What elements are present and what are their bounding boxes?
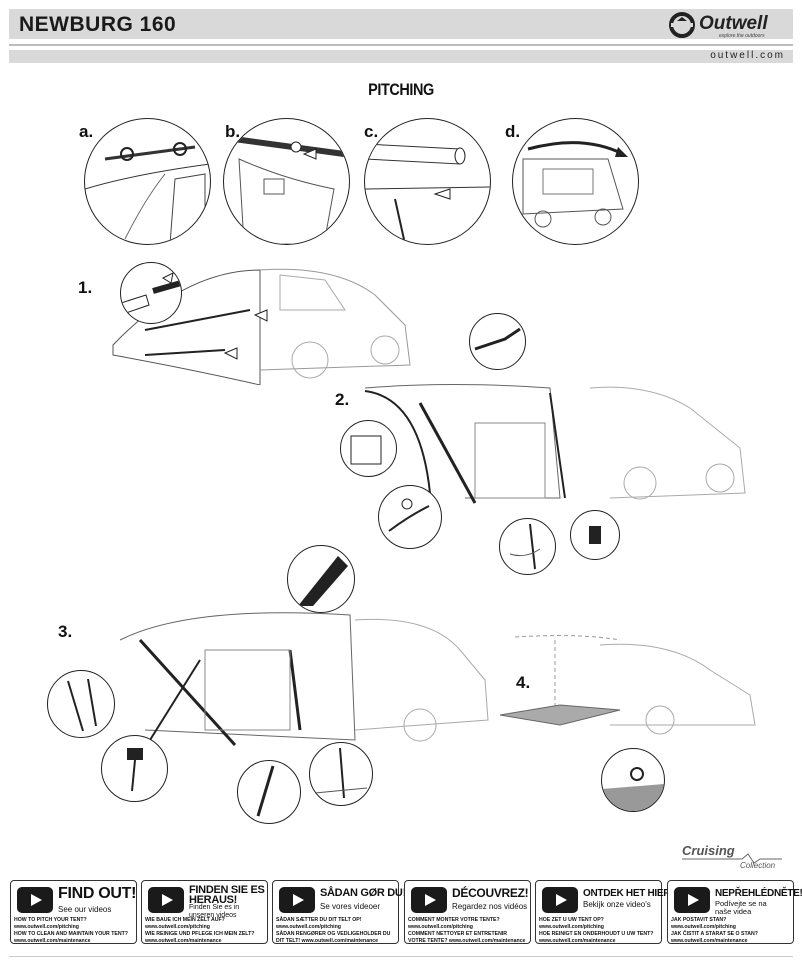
collection-sub: Collection (740, 861, 776, 870)
step-2-hand-circle (378, 485, 442, 549)
step-2-illustration (364, 384, 746, 504)
pole-foot-illustration (314, 747, 368, 799)
step-label-b: b. (225, 122, 241, 141)
detail-circle-d (512, 118, 639, 245)
step-1-illustration (112, 268, 411, 385)
card-subheading: Regardez nos vidéos (452, 902, 528, 911)
bottom-divider (9, 956, 793, 957)
step-label-d: d. (505, 122, 521, 141)
awning-draw-illustration (522, 141, 628, 228)
play-icon[interactable] (279, 887, 315, 913)
card-links: SÅDAN SÆTTER DU DIT TELT OP!www.outwell.… (276, 917, 391, 944)
step-4-illustration (500, 635, 756, 735)
hand-clip-illustration (388, 498, 430, 532)
step-label-4: 4. (516, 673, 531, 692)
card-heading: SÅDAN GØR DU! (320, 887, 406, 899)
card-links: HOW TO PITCH YOUR TENT?www.outwell.com/p… (14, 917, 128, 944)
card-subheading: Bekijk onze video's (583, 900, 651, 909)
video-card-fr[interactable]: DÉCOUVREZ! Regardez nos vidéos COMMENT M… (404, 880, 531, 944)
card-heading: FIND OUT! (58, 885, 137, 902)
detail-circle-a (84, 118, 211, 245)
video-card-da[interactable]: SÅDAN GØR DU! Se vores videoer SÅDAN SÆT… (272, 880, 406, 944)
brand-tagline: explore the outdoors (719, 33, 765, 39)
peg-hand-illustration (509, 523, 541, 570)
video-card-en[interactable]: FIND OUT! See our videos HOW TO PITCH YO… (10, 880, 137, 944)
rail-channel-illustration (233, 136, 345, 244)
rail-insert-illustration (85, 142, 210, 244)
step-label-3: 3. (58, 622, 73, 641)
brand-name: Outwell (699, 13, 768, 34)
outwell-logo-icon (669, 12, 695, 38)
collection-swoosh-icon (682, 853, 782, 864)
step-3-peg-angle-circle (237, 760, 301, 824)
card-links: JAK POSTAVIT STAN?www.outwell.com/pitchi… (671, 917, 758, 944)
product-title: NEWBURG 160 (19, 13, 177, 36)
collection-badge: Cruising Collection (682, 843, 782, 875)
detail-circle-c (364, 118, 491, 245)
card-links: WIE BAUE ICH MEIN ZELT AUF?www.outwell.c… (145, 917, 255, 944)
header-divider (9, 44, 793, 46)
play-icon[interactable] (148, 887, 184, 913)
card-subheading: Se vores videoer (320, 902, 381, 911)
step-2-pole-circle (469, 313, 526, 370)
header-bar: NEWBURG 160 Outwell explore the outdoors (9, 9, 793, 39)
step-3-fabric-circle (287, 545, 355, 613)
play-icon[interactable] (542, 887, 578, 913)
brand-logo: Outwell explore the outdoors (667, 12, 787, 39)
bent-pole-illustration (474, 327, 521, 351)
play-icon[interactable] (411, 887, 447, 913)
fabric-corner-illustration (298, 556, 348, 606)
play-icon[interactable] (674, 887, 710, 913)
video-card-nl[interactable]: ONTDEK HET HIER! Bekijk onze video's HOE… (535, 880, 674, 944)
step-label-c: c. (364, 122, 379, 141)
step-2-bag-circle (340, 420, 397, 477)
card-links: HOE ZET U UW TENT OP?www.outwell.com/pit… (539, 917, 654, 944)
step-3-illustration (119, 612, 489, 747)
pole-connector-illustration (121, 272, 181, 314)
step-label-1: 1. (78, 278, 93, 297)
tent-bag-illustration (350, 435, 382, 465)
card-heading: ONTDEK HET HIER! (583, 888, 674, 899)
buckle-illustration (589, 526, 601, 544)
step-3-mallet-circle (101, 735, 168, 802)
floor-clip-illustration (602, 767, 664, 811)
step-3-pegs-circle (47, 670, 115, 738)
play-icon[interactable] (17, 887, 53, 913)
step-label-a: a. (79, 122, 94, 141)
collection-name: Cruising (682, 843, 735, 858)
website-bar: outwell.com (9, 50, 793, 63)
tent-pegs-illustration (67, 678, 97, 732)
pole-illustration (365, 143, 490, 244)
card-heading: NEPŘEHLÉDNĚTE! (715, 888, 802, 899)
step-2-peg-circle (499, 518, 556, 575)
step-4-floor-circle (601, 748, 665, 812)
peg-angle-illustration (256, 765, 275, 817)
step-1-detail-circle (120, 262, 182, 324)
card-subheading: See our videos (58, 905, 112, 914)
detail-circle-b (223, 118, 350, 245)
card-heading: DÉCOUVREZ! (452, 886, 529, 900)
card-links: COMMENT MONTER VOTRE TENTE?www.outwell.c… (408, 917, 526, 944)
step-label-2: 2. (335, 390, 350, 409)
website-url[interactable]: outwell.com (710, 50, 785, 61)
step-2-buckle-circle (570, 510, 620, 560)
section-title: PITCHING (368, 80, 434, 99)
step-3-pole-foot-circle (309, 742, 373, 806)
mallet-illustration (127, 748, 143, 792)
